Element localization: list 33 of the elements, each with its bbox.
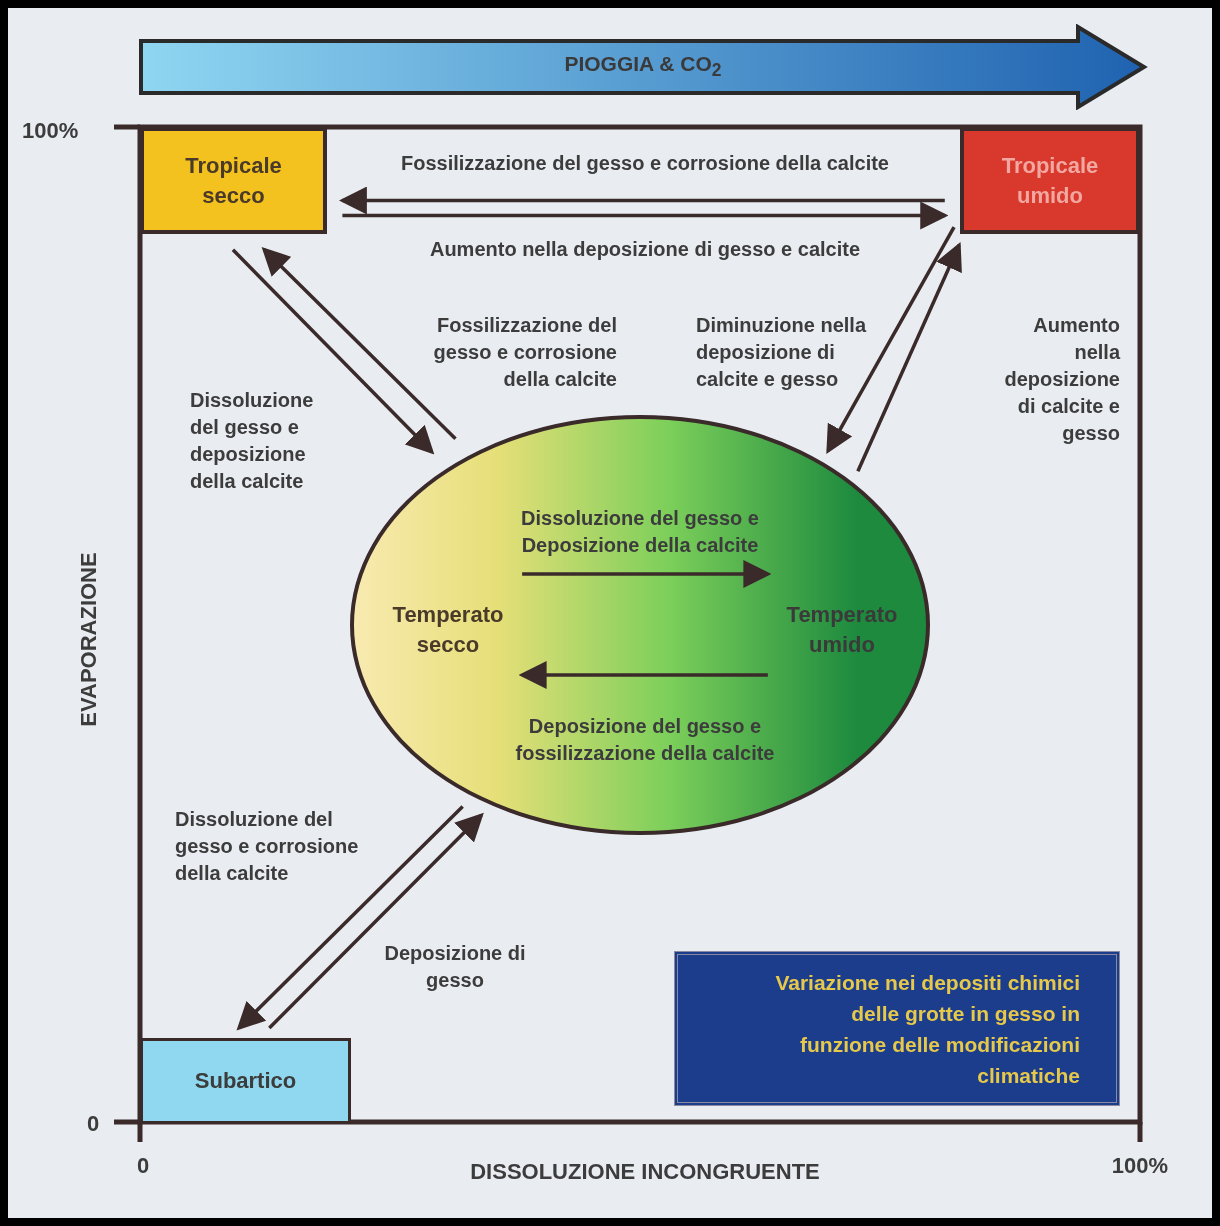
edge-label: Deposizione del gesso e fossilizzazione della calcite [514, 714, 776, 766]
edge-label: Dissoluzione del gesso e deposizione della calcite [190, 388, 315, 494]
arrow-band: PIOGGIA & CO$_{2}$ [138, 24, 1148, 110]
axis-title: DISSOLUZIONE INCONGRUENTE [469, 1158, 821, 1185]
edge-label: Aumento nella deposizione di calcite e gesso [1003, 313, 1120, 446]
arrow [518, 661, 768, 689]
axis-tick-label: 100% [22, 117, 80, 144]
arrow [826, 226, 956, 454]
edge-label: Fossilizzazione del gesso e corrosione della calcite [400, 151, 890, 176]
title-panel: Variazione nei depositi chimici delle grotte in gesso in funzione delle modificazioni climatiche [674, 951, 1120, 1106]
axis-title: EVAPORAZIONE [74, 551, 102, 729]
climate-label: Temperato umido [772, 560, 912, 700]
climate-label: Temperato secco [378, 560, 518, 700]
axis-tick-label: 100% [1110, 1152, 1170, 1179]
climate-box: Tropicale umido [960, 127, 1140, 234]
edge-label: Fossilizzazione del gesso e corrosione della calcite [432, 313, 617, 392]
arrow [522, 560, 772, 588]
axis-tick-label: 0 [135, 1152, 151, 1179]
arrow [236, 805, 464, 1031]
arrow [342, 201, 949, 230]
arrow [231, 248, 435, 455]
edge-label: Diminuzione nella deposizione di calcite e gesso [696, 313, 868, 392]
edge-label: Dissoluzione del gesso e Deposizione della calcite [520, 506, 760, 558]
edge-label: Dissoluzione del gesso e corrosione della calcite [175, 807, 360, 886]
arrow [856, 241, 962, 472]
arrow [338, 186, 945, 215]
arrow [261, 247, 457, 440]
arrow [268, 812, 484, 1030]
climate-box: Subartico [140, 1038, 351, 1124]
edge-label: Aumento nella deposizione di gesso e calcite [428, 237, 862, 262]
edge-label: Deposizione di gesso [383, 941, 527, 993]
climate-box: Tropicale secco [140, 127, 327, 234]
axis-tick-label: 0 [85, 1110, 101, 1137]
